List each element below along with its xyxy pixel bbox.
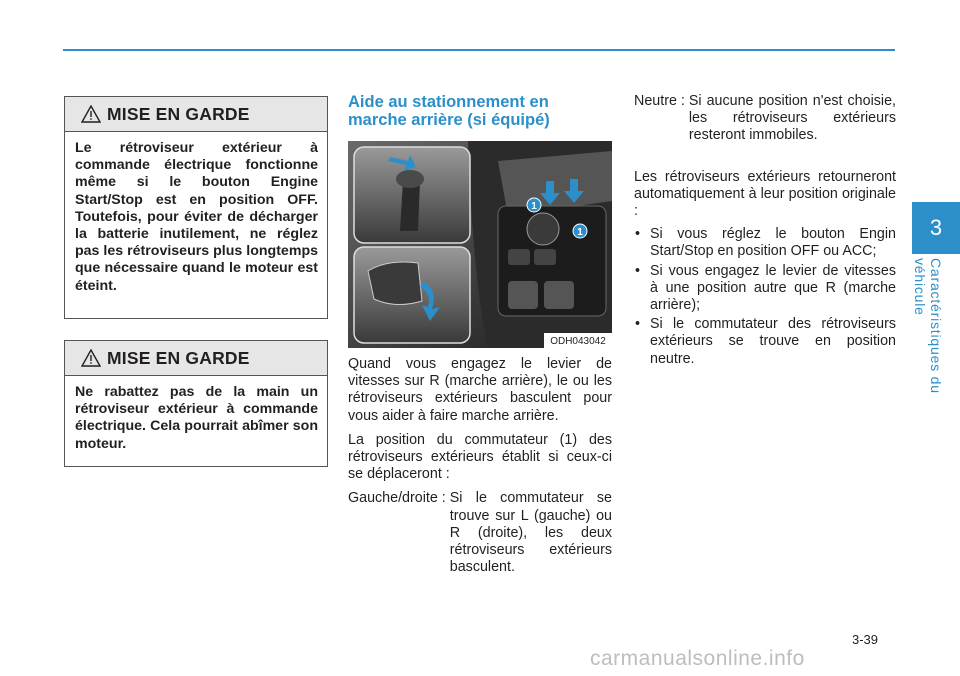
- warning-box-2: MISE EN GARDE Ne rabattez pas de la main…: [64, 340, 328, 467]
- warning-header: MISE EN GARDE: [65, 97, 327, 132]
- warning-title: MISE EN GARDE: [107, 103, 250, 124]
- definition-neutral: Neutre : Si aucune position n'est choisi…: [634, 93, 896, 145]
- top-rule: [63, 49, 895, 51]
- list-item: Si vous engagez le levier de vitesses à …: [634, 263, 896, 315]
- list-item: Si le commutateur des rétroviseurs extér…: [634, 316, 896, 368]
- chapter-tab: 3: [912, 202, 960, 254]
- warning-body: Ne rabattez pas de la main un rétroviseu…: [65, 376, 327, 462]
- warning-triangle-icon: [81, 349, 101, 367]
- warning-title: MISE EN GARDE: [107, 347, 250, 368]
- right-column: Neutre : Si aucune position n'est choisi…: [634, 93, 896, 370]
- definition-text: Si aucune position n'est choisie, les ré…: [688, 93, 896, 144]
- figure-callout: 1: [531, 201, 537, 212]
- bullet-list: Si vous réglez le bouton Engin Start/Sto…: [634, 226, 896, 368]
- definition-left-right: Gauche/droite : Si le commutateur se tro…: [348, 490, 612, 576]
- watermark: carmanualsonline.info: [590, 647, 805, 670]
- warning-text: Le rétroviseur extérieur à commande élec…: [75, 140, 318, 294]
- paragraph: La position du commutateur (1) des rétro…: [348, 431, 612, 483]
- intro-paragraph: Les rétroviseurs extérieurs retourneront…: [634, 168, 896, 220]
- section-body: Quand vous engagez le levier de vitesses…: [348, 356, 612, 576]
- list-item: Si vous réglez le bouton Engin Start/Sto…: [634, 226, 896, 260]
- warning-text: Ne rabattez pas de la main un rétroviseu…: [75, 384, 318, 452]
- warning-triangle-icon: [81, 105, 101, 123]
- definition-term: Neutre :: [634, 93, 685, 109]
- mirror-switch-figure: 1 1 ODH043042: [348, 141, 612, 348]
- definition-text: Si le commutateur se trouve sur L (gauch…: [449, 490, 612, 576]
- chapter-title: Caractéristiques du véhicule: [912, 258, 944, 394]
- definition-term: Gauche/droite :: [348, 490, 446, 507]
- section-heading: Aide au stationnement en marche arrière …: [348, 93, 550, 129]
- warning-box-1: MISE EN GARDE Le rétroviseur extérieur à…: [64, 96, 328, 319]
- figure-callout: 1: [577, 227, 583, 238]
- page-number: 3-39: [852, 632, 879, 647]
- warning-body: Le rétroviseur extérieur à commande élec…: [65, 132, 327, 304]
- warning-header: MISE EN GARDE: [65, 341, 327, 376]
- figure-code: ODH043042: [550, 336, 606, 347]
- paragraph: Quand vous engagez le levier de vitesses…: [348, 356, 612, 424]
